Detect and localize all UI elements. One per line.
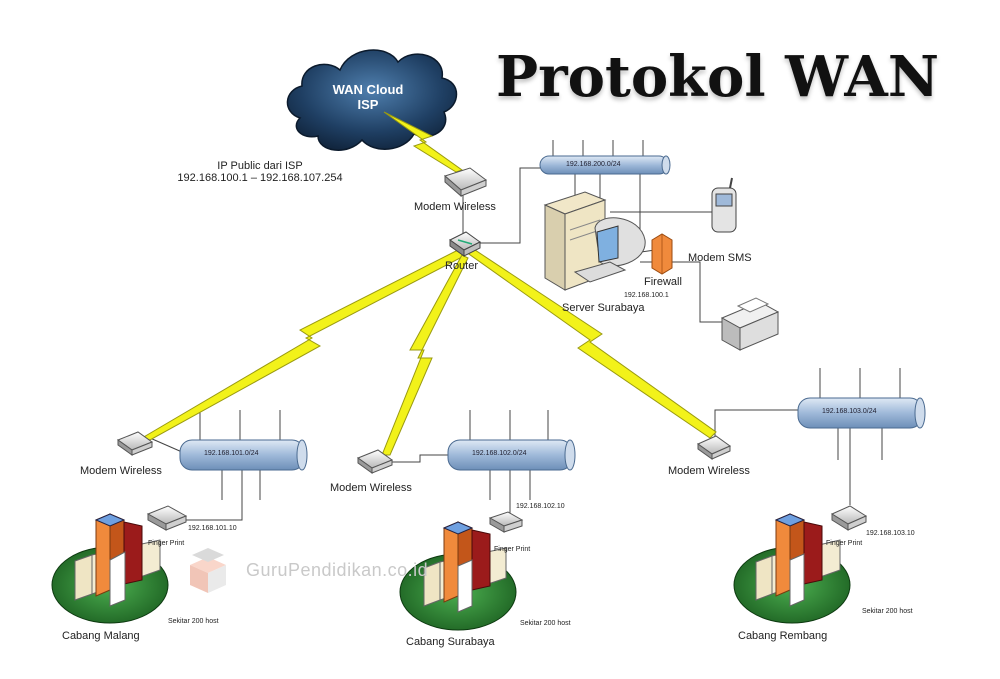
- branch-malang-name: Cabang Malang: [62, 630, 140, 642]
- bolt-router-rembang: [465, 247, 717, 439]
- branch-malang: [51, 431, 308, 624]
- branch-rembang-fingerprint-icon: [830, 505, 868, 531]
- branch-rembang-bus-label: 192.168.103.0/24: [822, 408, 877, 415]
- wan-cloud-label: WAN Cloud ISP: [318, 82, 418, 112]
- watermark-text: GuruPendidikan.co.id: [246, 560, 429, 580]
- branch-rembang: [696, 397, 926, 624]
- ip-public-line2: 192.168.100.1 – 192.168.107.254: [177, 172, 343, 184]
- branch-malang-finger-label: Finger Print: [148, 540, 185, 547]
- branch-surabaya-hosts: Sekitar 200 host: [520, 620, 571, 627]
- branch-rembang-finger-ip: 192.168.103.10: [866, 530, 915, 537]
- printer-icon: [720, 297, 780, 351]
- branch-surabaya-fingerprint-icon: [488, 511, 524, 533]
- branch-rembang-building-icon: [733, 513, 851, 624]
- branch-malang-modem-icon: [116, 431, 154, 456]
- branch-surabaya-modem-icon: [356, 449, 394, 474]
- branch-surabaya-bus-label: 192.168.102.0/24: [472, 450, 527, 457]
- branch-malang-building-icon: [51, 513, 169, 624]
- wan-cloud-line2: ISP: [357, 97, 379, 112]
- branch-surabaya: [356, 439, 576, 631]
- branch-rembang-bus: [797, 397, 926, 429]
- branch-surabaya-name: Cabang Surabaya: [406, 636, 495, 648]
- hq-modem-icon: [444, 167, 488, 198]
- branch-malang-hosts: Sekitar 200 host: [168, 618, 219, 625]
- server-label: Server Surabaya: [562, 302, 645, 314]
- page-title: Protokol WAN: [496, 44, 940, 110]
- ip-public-line1: IP Public dari ISP: [217, 160, 303, 172]
- modem-sms-label: Modem SMS: [688, 252, 752, 264]
- wan-cloud-line1: WAN Cloud: [332, 82, 404, 97]
- ip-public-label: IP Public dari ISP 192.168.100.1 – 192.1…: [160, 160, 360, 184]
- branch-rembang-finger-label: Finger Print: [826, 540, 863, 547]
- bolt-router-surabaya: [381, 254, 469, 456]
- firewall-ip-label: 192.168.100.1: [624, 292, 669, 299]
- firewall-icon: [651, 233, 673, 275]
- router-label: Router: [445, 260, 479, 272]
- wiring: [149, 140, 901, 521]
- branch-surabaya-modem-label: Modem Wireless: [330, 482, 412, 494]
- branch-surabaya-bus: [447, 439, 576, 471]
- branch-malang-finger-ip: 192.168.101.10: [188, 525, 237, 532]
- firewall-label: Firewall: [644, 276, 682, 288]
- branch-rembang-hosts: Sekitar 200 host: [862, 608, 913, 615]
- branch-malang-modem-label: Modem Wireless: [80, 465, 162, 477]
- branch-rembang-modem-label: Modem Wireless: [668, 465, 750, 477]
- hq-bus: [539, 155, 671, 175]
- branch-malang-fingerprint-icon: [146, 505, 188, 531]
- branch-surabaya-building-icon: [399, 521, 517, 631]
- branch-surabaya-finger-ip: 192.168.102.10: [516, 503, 565, 510]
- router-icon: [449, 231, 481, 257]
- watermark-logo-icon: [190, 548, 226, 593]
- branch-rembang-modem-icon: [696, 435, 732, 460]
- hq-bus-label: 192.168.200.0/24: [566, 161, 621, 168]
- branch-rembang-name: Cabang Rembang: [738, 630, 828, 642]
- modem-sms-phone-icon: [711, 177, 737, 233]
- hq-modem-label: Modem Wireless: [414, 201, 496, 213]
- wan-cloud: [286, 49, 458, 151]
- monitor-icon: [573, 217, 646, 283]
- branch-malang-bus-label: 192.168.101.0/24: [204, 450, 259, 457]
- branch-malang-bus: [179, 439, 308, 471]
- branch-surabaya-finger-label: Finger Print: [494, 546, 531, 553]
